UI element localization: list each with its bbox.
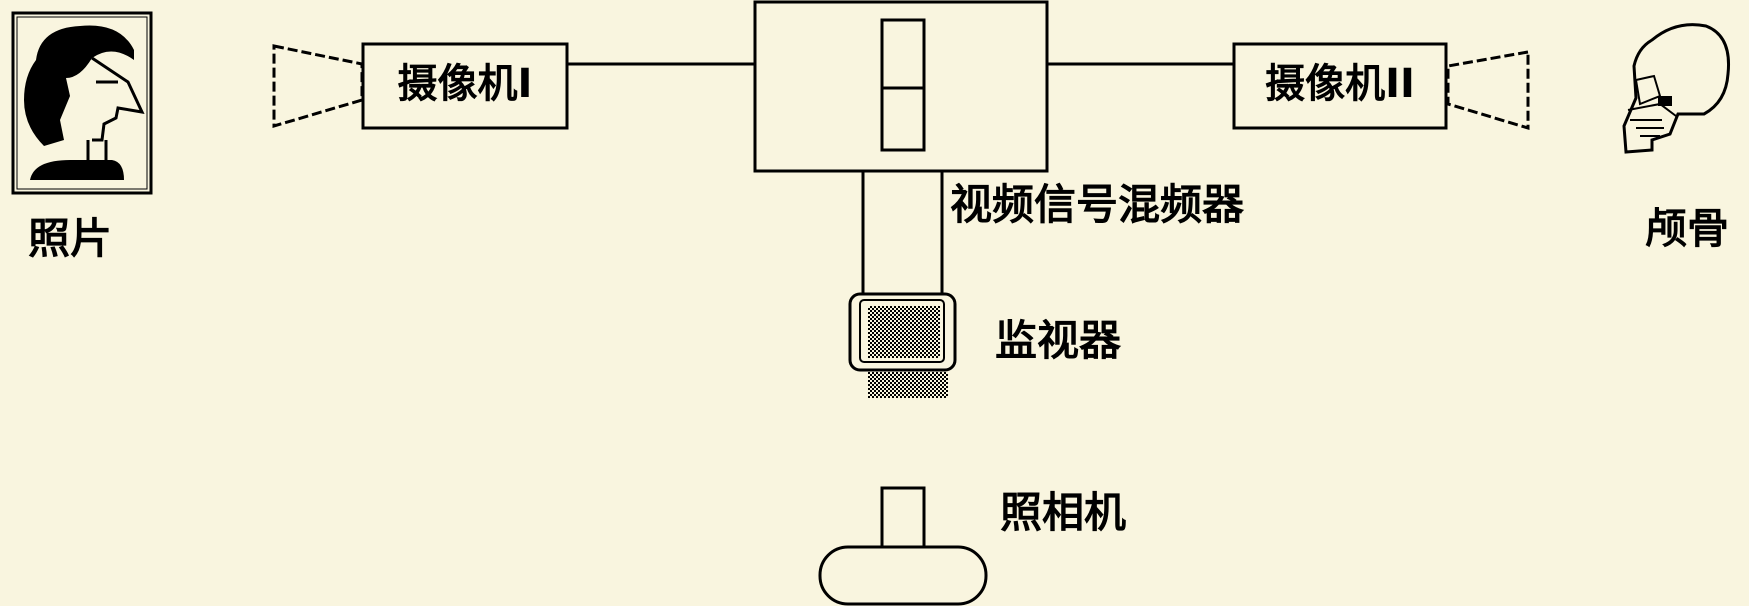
camera-1-label: 摄像机I bbox=[397, 61, 533, 107]
cable-mixer-monitor bbox=[861, 171, 944, 296]
skull-label: 颅骨 bbox=[1645, 204, 1730, 253]
still-camera-icon bbox=[818, 486, 988, 606]
still-camera-label: 照相机 bbox=[1000, 488, 1127, 537]
video-mixer bbox=[753, 0, 1049, 173]
video-mixer-label: 视频信号混频器 bbox=[950, 180, 1245, 229]
portrait-photo-icon bbox=[11, 11, 153, 195]
camera-1 bbox=[272, 42, 569, 130]
camera-2-label: 摄像机II bbox=[1265, 61, 1415, 107]
skull-icon bbox=[1622, 23, 1731, 154]
camera-2 bbox=[1232, 42, 1530, 131]
monitor-label: 监视器 bbox=[995, 316, 1122, 365]
monitor-icon bbox=[848, 292, 957, 398]
photo-label: 照片 bbox=[28, 214, 113, 263]
